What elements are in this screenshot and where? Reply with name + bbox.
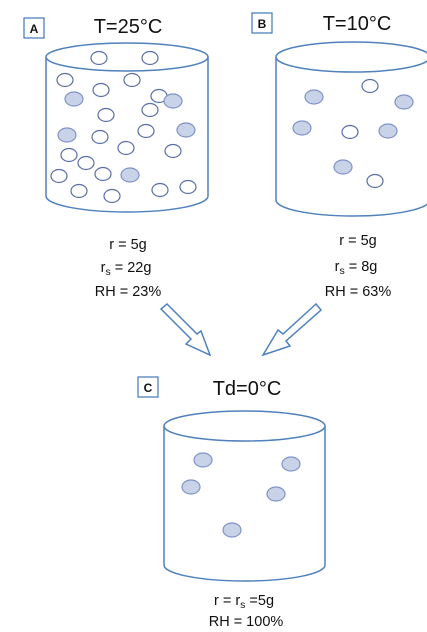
panel-c: C Td=0°C r = rs =5g RH = 100% <box>137 376 326 630</box>
molecule-white <box>137 123 155 139</box>
molecule-white <box>179 179 197 195</box>
panel-a-letter-box <box>23 17 45 39</box>
molecule-white <box>366 173 384 189</box>
molecule-blue <box>304 89 324 105</box>
molecule-blue <box>281 456 301 472</box>
panel-a-title: T=25°C <box>94 16 163 38</box>
molecule-blue <box>378 123 398 139</box>
molecule-white <box>97 107 115 123</box>
molecule-white <box>56 72 74 88</box>
panel-b-letter: B <box>258 17 267 31</box>
molecule-white <box>77 155 95 171</box>
molecule-blue <box>181 479 201 495</box>
panel-c-r-value: r = rs =5g <box>214 593 274 611</box>
panel-a-cylinder <box>45 42 209 213</box>
panel-c-molecules <box>181 452 301 538</box>
panel-c-letter-box <box>137 376 159 398</box>
molecule-white <box>141 50 159 66</box>
panel-b-molecules <box>292 78 414 189</box>
molecule-white <box>94 166 112 182</box>
panel-a-rh-value: RH = 23% <box>95 284 162 300</box>
molecule-blue <box>394 94 414 110</box>
molecule-white <box>361 78 379 94</box>
panel-b-title: T=10°C <box>323 13 392 35</box>
panel-c-title: Td=0°C <box>213 378 282 400</box>
panel-b-letter-box <box>251 12 273 34</box>
molecule-blue <box>57 127 77 143</box>
molecule-white <box>92 82 110 98</box>
panel-a-molecules <box>50 50 197 204</box>
panel-a-letter: A <box>30 22 39 36</box>
molecule-blue <box>176 122 196 138</box>
panel-c-letter: C <box>144 381 153 395</box>
molecule-blue <box>292 120 312 136</box>
molecule-white <box>90 50 108 66</box>
molecule-blue <box>222 522 242 538</box>
molecule-blue <box>120 167 140 183</box>
molecule-white <box>123 72 141 88</box>
molecule-white <box>103 188 121 204</box>
molecule-blue <box>193 452 213 468</box>
panel-a-rs-value: rs = 22g <box>101 260 152 278</box>
molecule-white <box>70 183 88 199</box>
molecule-blue <box>266 486 286 502</box>
panel-c-rh-value: RH = 100% <box>209 614 284 630</box>
molecule-blue <box>64 91 84 107</box>
molecule-white <box>60 147 78 163</box>
molecule-white <box>50 168 68 184</box>
molecule-blue <box>333 159 353 175</box>
molecule-white <box>117 140 135 156</box>
arrow-a-to-c <box>159 302 212 357</box>
panel-b: B T=10°C r = 5g rs = 8g RH = 63% <box>251 12 427 300</box>
molecule-white <box>164 143 182 159</box>
molecule-white <box>341 124 359 140</box>
arrow-b-to-c <box>261 302 323 357</box>
panel-a: A T=25°C <box>23 16 209 300</box>
molecule-white <box>91 129 109 145</box>
panel-c-cylinder <box>163 410 326 582</box>
panel-b-r-value: r = 5g <box>339 233 376 249</box>
molecule-blue <box>163 93 183 109</box>
panel-b-rs-value: rs = 8g <box>335 259 378 277</box>
panel-a-r-value: r = 5g <box>109 237 146 253</box>
molecule-white <box>141 102 159 118</box>
molecule-white <box>151 182 169 198</box>
panel-b-cylinder <box>275 41 427 217</box>
panel-b-rh-value: RH = 63% <box>325 284 392 300</box>
